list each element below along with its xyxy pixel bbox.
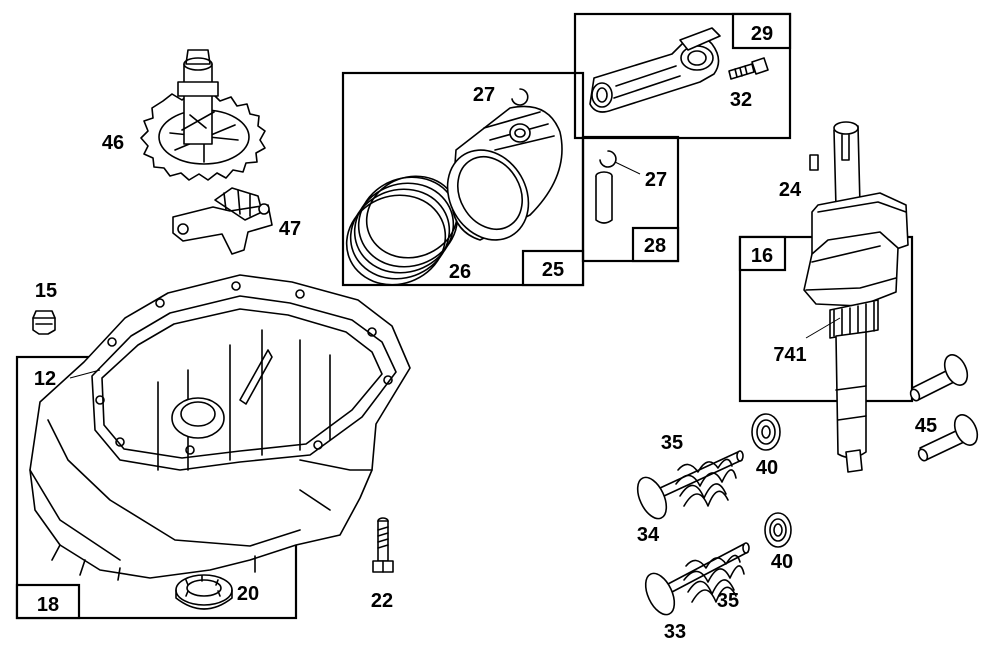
label-34: 34: [637, 524, 660, 546]
oil-seal-part: [175, 574, 233, 610]
piston-pin-clip-part: [511, 88, 617, 168]
label-40: 40: [771, 551, 793, 573]
label-16: 16: [751, 245, 773, 267]
valve-spring-part: [683, 554, 745, 603]
piston-part: [446, 105, 563, 241]
spring-retainer-part: [751, 413, 781, 451]
governor-bracket-part: [172, 187, 273, 255]
leader-lines: [69, 161, 841, 379]
bolt-part: [372, 517, 394, 573]
label-28: 28: [644, 235, 666, 257]
rod-bolt-part: [728, 57, 769, 80]
label-18: 18: [37, 594, 59, 616]
group-box-29: [573, 12, 792, 140]
label-45: 45: [915, 415, 937, 437]
label-24: 24: [779, 179, 802, 201]
plug-part: [32, 310, 56, 335]
label-15: 15: [35, 280, 57, 302]
label-46: 46: [102, 132, 124, 154]
label-35: 35: [661, 432, 683, 454]
label-20: 20: [237, 583, 259, 605]
label-33: 33: [664, 621, 686, 643]
label-35: 35: [717, 590, 739, 612]
connecting-rod-part: [589, 27, 721, 113]
group-box-28: [581, 135, 680, 263]
label-27: 27: [473, 84, 495, 106]
group-box-16: [738, 235, 914, 403]
sump-base-part: [29, 274, 411, 581]
label-47: 47: [279, 218, 301, 240]
valve-lifter-part: [917, 414, 979, 462]
label-27: 27: [645, 169, 667, 191]
valve-spring-part: [675, 458, 737, 507]
label-25: 25: [542, 259, 564, 281]
label-32: 32: [730, 89, 752, 111]
label-741: 741: [773, 344, 806, 366]
label-12: 12: [34, 368, 56, 390]
governor-gear-part: [140, 49, 266, 181]
label-22: 22: [371, 590, 393, 612]
valve-lifter-part: [909, 354, 969, 402]
label-40: 40: [756, 457, 778, 479]
intake-valve-part: [644, 542, 750, 616]
label-29: 29: [751, 23, 773, 45]
crankshaft-key-part: [809, 154, 819, 171]
crankshaft-part: [803, 121, 909, 473]
label-26: 26: [449, 261, 471, 283]
spring-retainer-part: [764, 512, 792, 548]
piston-pin-part: [595, 171, 613, 224]
